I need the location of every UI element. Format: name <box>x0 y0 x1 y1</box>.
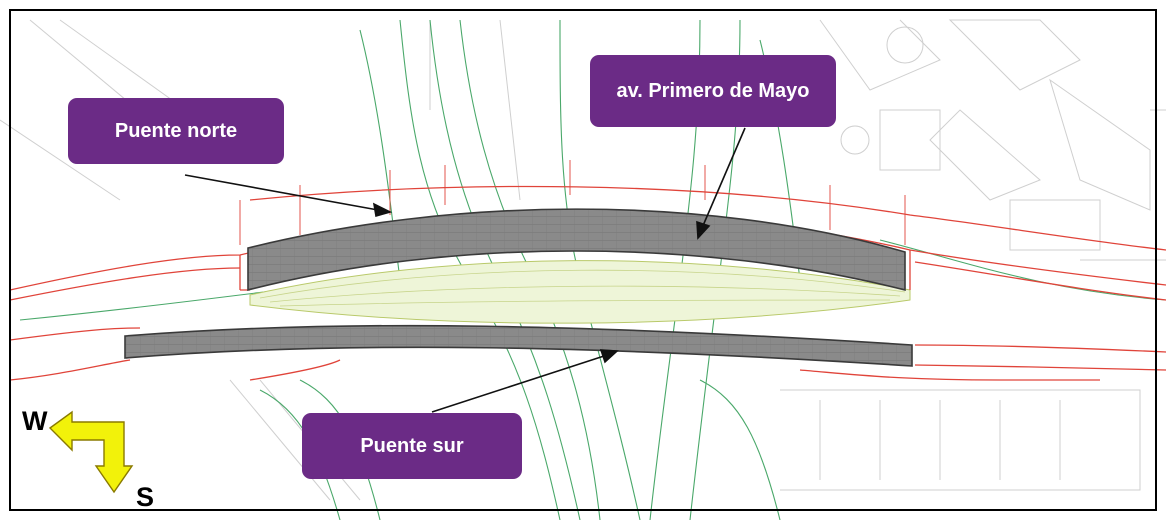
road-edge-lines <box>9 185 1166 381</box>
compass-south-label: S <box>136 482 155 512</box>
callout-puente-sur: Puente sur <box>302 413 522 479</box>
callout-av-primero-de-mayo: av. Primero de Mayo <box>590 55 836 127</box>
compass-arrows <box>48 410 134 494</box>
compass-west-label: W <box>22 406 48 436</box>
median-lines <box>259 269 906 307</box>
label-av-primero-de-mayo: av. Primero de Mayo <box>616 80 810 102</box>
pointer-arrows <box>184 127 746 413</box>
label-puente-sur: Puente sur <box>360 435 464 457</box>
south-bridge-deck <box>124 324 913 367</box>
north-bridge-deck <box>247 208 906 292</box>
median-hatch-area <box>249 260 911 324</box>
annotation-ticks <box>239 160 906 245</box>
callout-puente-norte: Puente norte <box>68 98 284 164</box>
label-puente-norte: Puente norte <box>114 120 238 142</box>
frame-border <box>9 9 1157 511</box>
base-map-lines <box>0 19 1166 501</box>
